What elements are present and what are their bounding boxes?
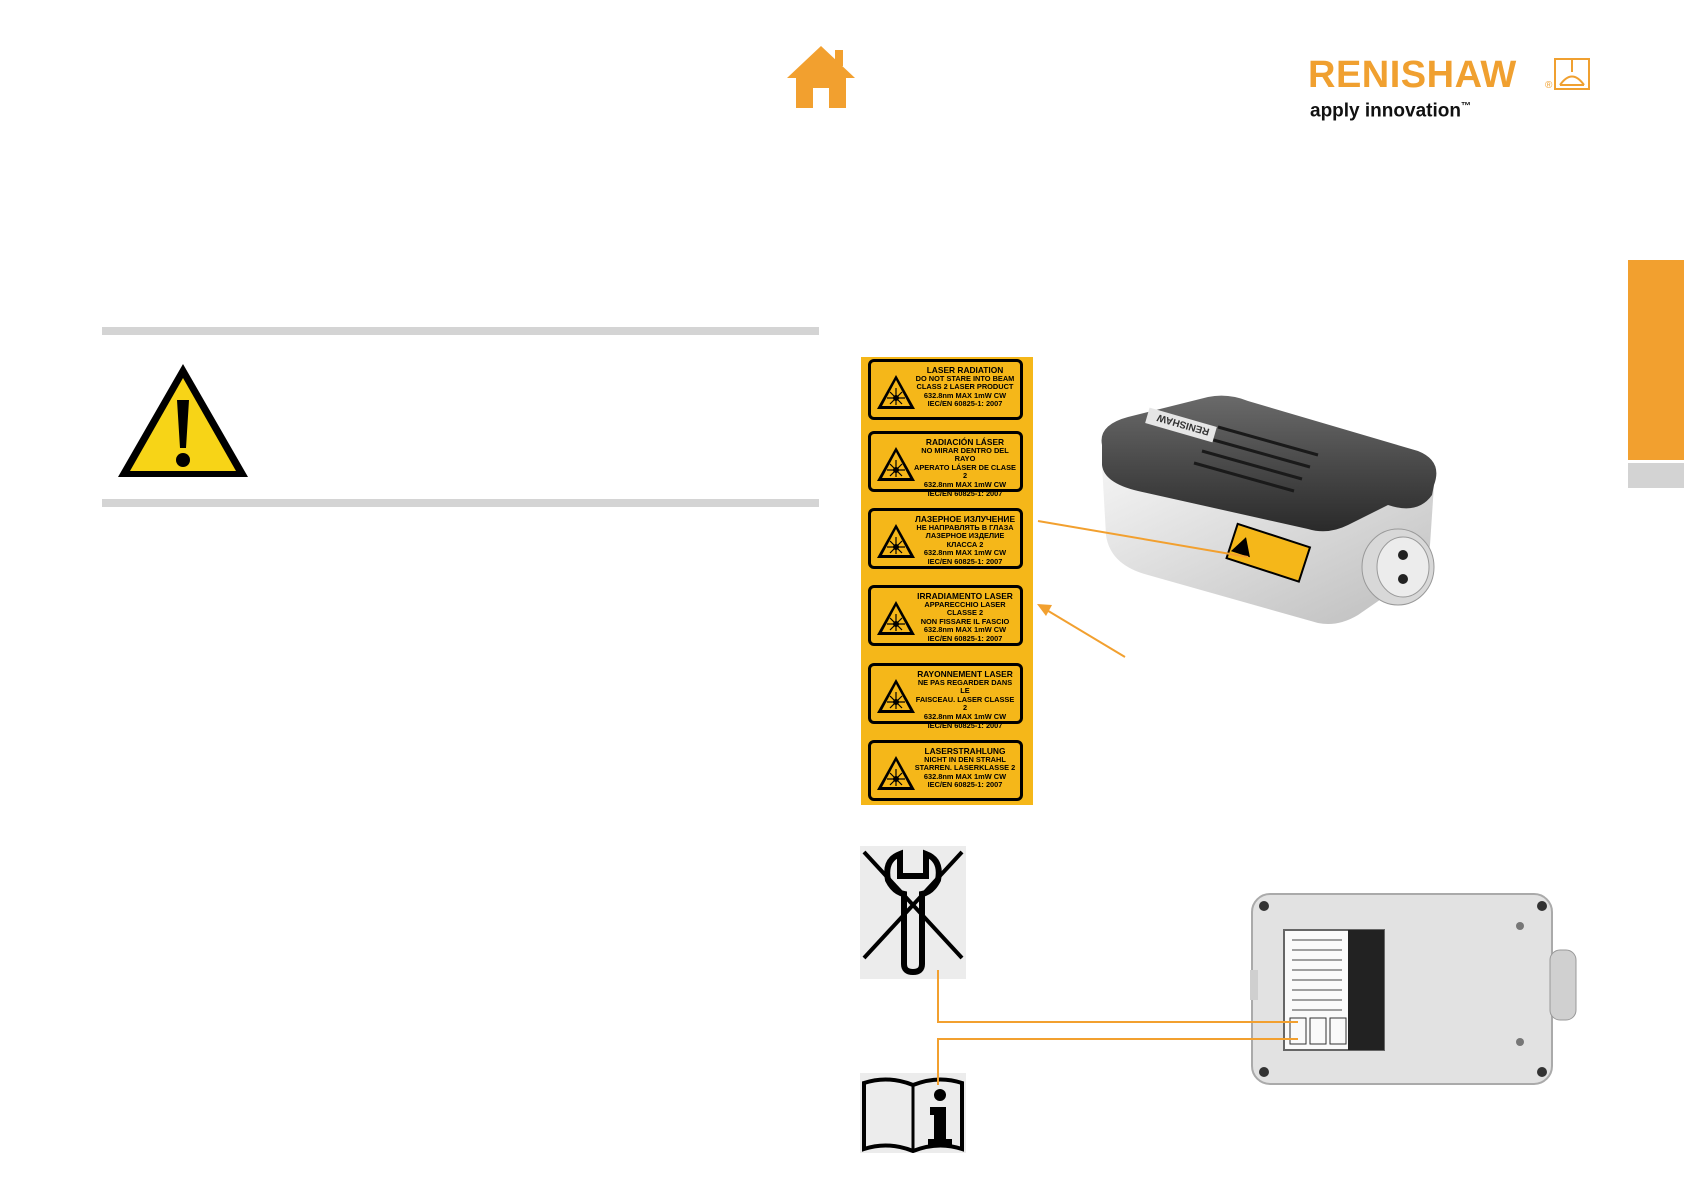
laser-unit-rating-plate-image [1250,893,1577,1085]
laser-hazard-icon [877,601,915,635]
warning-bottom-rule [102,499,819,507]
probe-icon [1554,58,1590,90]
section-tab[interactable] [1628,260,1684,460]
logo-wordmark: RENISHAW [1308,54,1517,96]
section-tab-secondary[interactable] [1628,463,1684,488]
laser-hazard-icon [877,756,915,790]
logo-tagline: apply innovation™ [1310,100,1471,122]
laser-hazard-icon [877,679,915,713]
warning-top-rule [102,327,819,335]
laser-hazard-icon [877,524,915,558]
warning-triangle-icon [118,364,248,477]
home-icon[interactable] [785,44,857,110]
no-user-serviceable-parts-icon [860,846,966,979]
renishaw-logo: RENISHAW ® apply innovation™ [1308,54,1590,122]
laser-hazard-icon [877,447,915,481]
laser-hazard-icon [877,375,915,409]
laser-unit-image: RENISHAW [1101,395,1437,624]
read-manual-icon [860,1073,966,1153]
logo-registered-mark: ® [1545,80,1553,91]
